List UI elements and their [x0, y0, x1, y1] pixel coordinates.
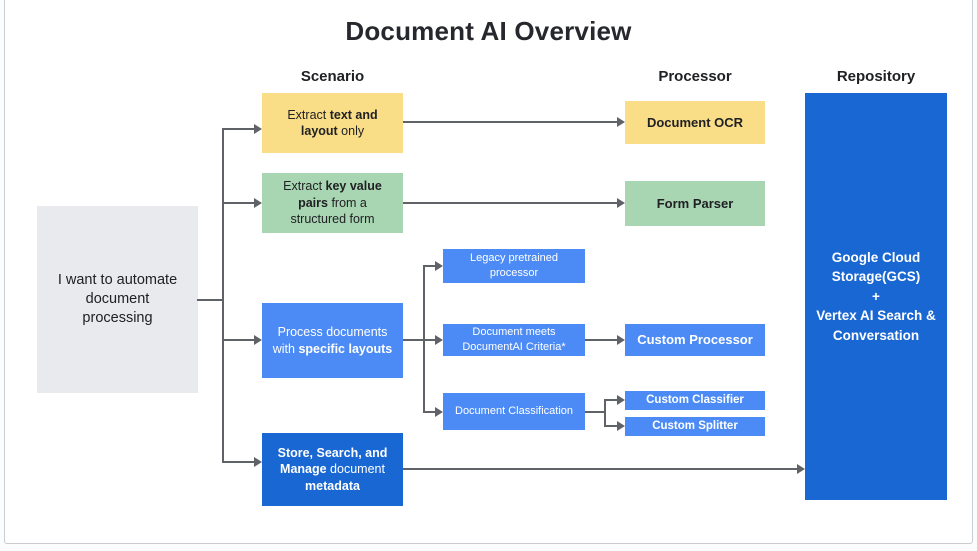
arrowhead-meets-to-custom-processor: [617, 335, 625, 345]
intermediate-box-document-classification: Document Classification: [443, 393, 585, 430]
processor-box-form-parser: Form Parser: [625, 181, 765, 226]
connector-to-doc-classification: [423, 411, 435, 413]
arrowhead-to-doc-meets: [435, 335, 443, 345]
arrowhead-to-custom-classifier: [617, 395, 625, 405]
diagram-title: Document AI Overview: [345, 16, 632, 46]
column-header-scenario: Scenario: [300, 68, 365, 85]
connector-intro-out: [197, 299, 224, 301]
connector-to-extract-text: [222, 128, 254, 130]
connector-to-doc-meets: [423, 339, 435, 341]
connector-meets-to-custom-processor: [585, 339, 617, 341]
intermediate-box-legacy-pretrained: Legacy pretrained processor: [443, 249, 585, 283]
arrowhead-to-store-search: [254, 457, 262, 467]
connector-text-to-ocr: [403, 121, 617, 123]
connector-to-extract-key-value: [222, 202, 254, 204]
scenario-box-extract-key-value: Extract key value pairs from a structure…: [262, 173, 403, 233]
connector-to-custom-splitter: [604, 425, 617, 427]
repository-box-gcs-vertex: Google Cloud Storage(GCS) + Vertex AI Se…: [805, 93, 947, 500]
scenario-box-specific-layouts: Process documents with specific layouts: [262, 303, 403, 378]
connector-to-specific-layouts: [222, 339, 254, 341]
connector-classification-trunk: [604, 399, 606, 427]
connector-keyvalue-to-form-parser: [403, 202, 617, 204]
arrowhead-to-doc-classification: [435, 407, 443, 417]
processor-box-custom-splitter: Custom Splitter: [625, 417, 765, 436]
processor-box-document-ocr: Document OCR: [625, 101, 765, 144]
arrowhead-to-legacy: [435, 261, 443, 271]
connector-classification-out: [585, 411, 606, 413]
arrowhead-to-custom-splitter: [617, 421, 625, 431]
connector-layouts-out: [403, 339, 425, 341]
arrowhead-to-specific-layouts: [254, 335, 262, 345]
connector-to-custom-classifier: [604, 399, 617, 401]
arrowhead-keyvalue-to-form-parser: [617, 198, 625, 208]
column-header-processor: Processor: [658, 68, 732, 85]
intermediate-box-document-meets-criteria: Document meets DocumentAI Criteria*: [443, 324, 585, 356]
connector-to-store-search: [222, 461, 254, 463]
column-header-repository: Repository: [836, 68, 916, 85]
connector-store-to-repository: [403, 468, 797, 470]
processor-box-custom-processor: Custom Processor: [625, 324, 765, 356]
arrowhead-store-to-repository: [797, 464, 805, 474]
connector-to-legacy: [423, 265, 435, 267]
arrowhead-to-extract-text: [254, 124, 262, 134]
intro-box: I want to automate document processing: [37, 206, 198, 393]
scenario-box-extract-text-layout: Extract text and layout only: [262, 93, 403, 153]
arrowhead-to-extract-key-value: [254, 198, 262, 208]
connector-main-trunk: [222, 128, 224, 463]
processor-box-custom-classifier: Custom Classifier: [625, 391, 765, 410]
arrowhead-text-to-ocr: [617, 117, 625, 127]
scenario-box-store-search-manage: Store, Search, and Manage document metad…: [262, 433, 403, 506]
